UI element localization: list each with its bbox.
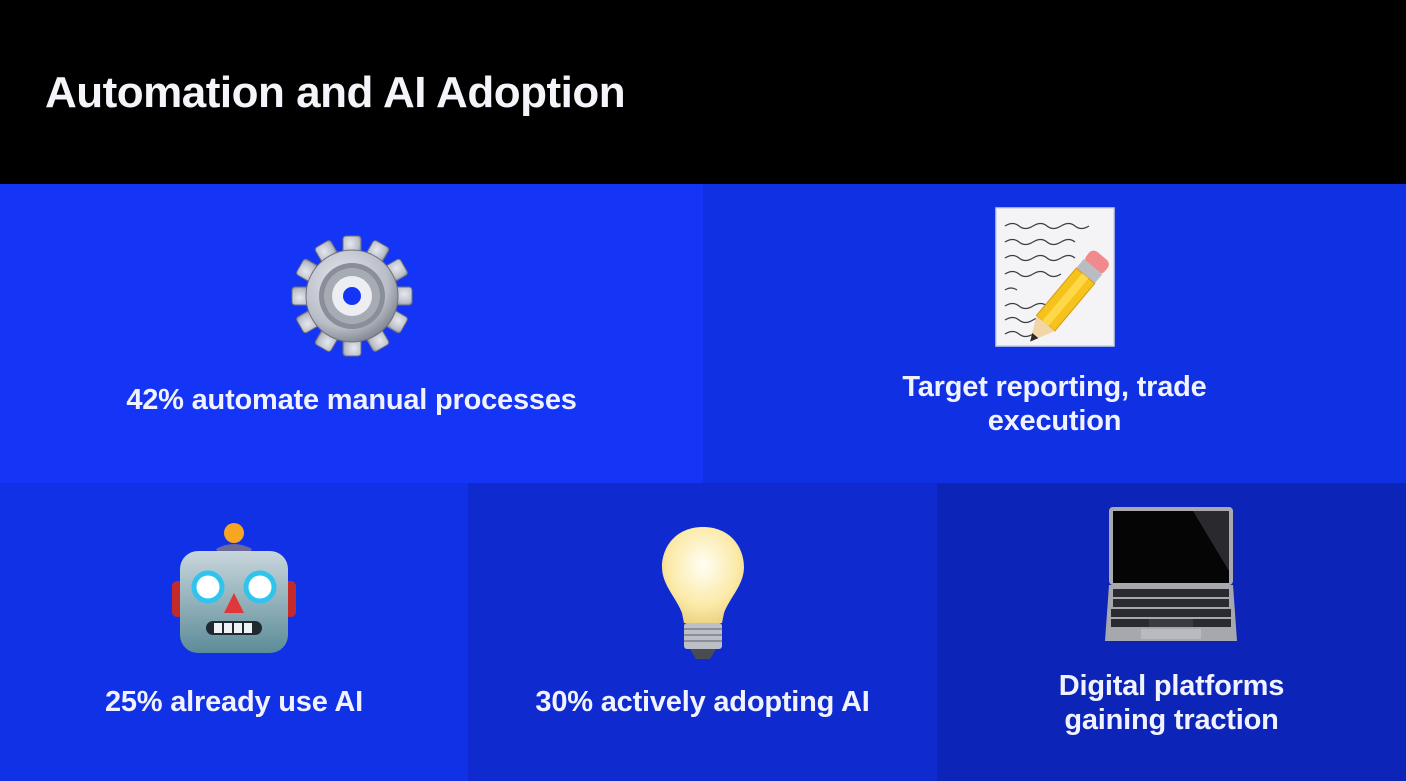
tile-label: 42% automate manual processes <box>126 384 577 416</box>
laptop-icon <box>1105 507 1237 641</box>
tile-label: 25% already use AI <box>104 686 364 718</box>
tile-digital-platforms: Digital platforms gaining traction <box>937 483 1406 781</box>
tile-automate-processes: 42% automate manual processes <box>0 184 703 483</box>
memo-pencil-icon <box>995 207 1115 347</box>
tile-target-reporting: Target reporting, trade execution <box>703 184 1406 483</box>
tile-label: Digital platforms gaining traction <box>1058 670 1285 736</box>
tile-already-use-ai: 25% already use AI <box>0 483 468 781</box>
tile-actively-adopting-ai: 30% actively adopting AI <box>468 483 937 781</box>
slide-title: Automation and AI Adoption <box>45 68 626 117</box>
robot-icon <box>172 523 296 653</box>
slide-header: Automation and AI Adoption <box>0 0 1406 184</box>
gear-icon <box>291 235 413 357</box>
tile-label: Target reporting, trade execution <box>902 371 1207 437</box>
tile-label: 30% actively adopting AI <box>535 686 870 718</box>
lightbulb-icon <box>662 527 744 659</box>
